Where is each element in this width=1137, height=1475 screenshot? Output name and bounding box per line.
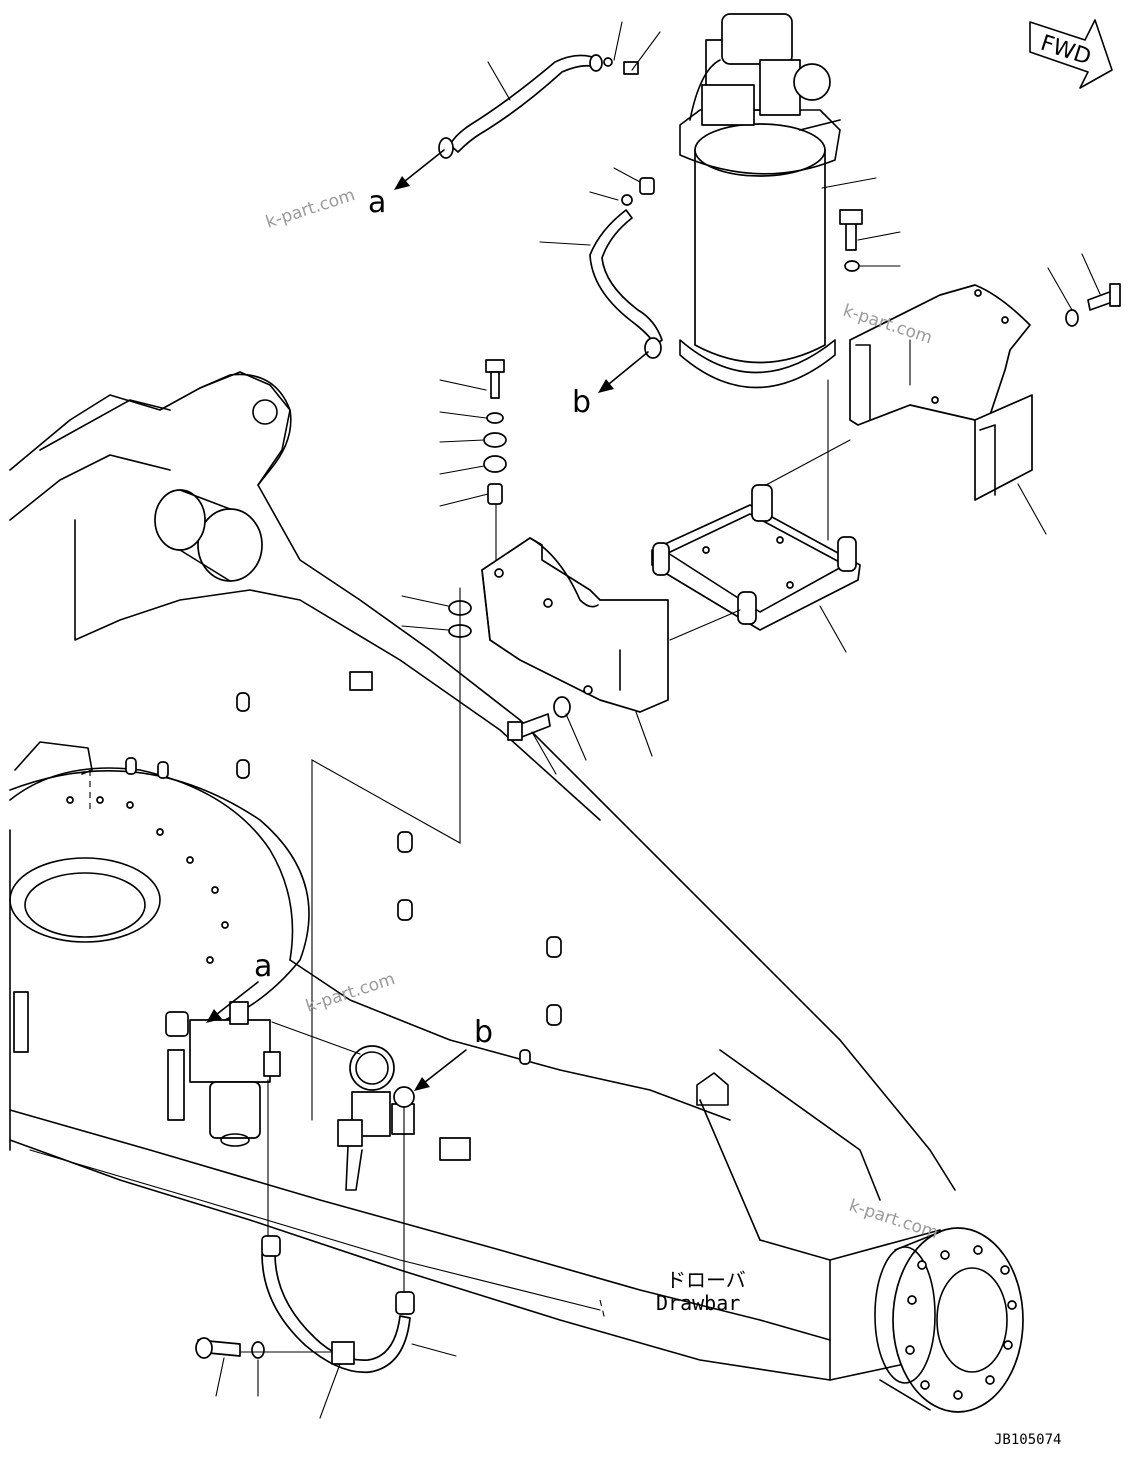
ref-arrow-b-top: [598, 351, 649, 393]
drawbar-label-jp: ドローバ: [666, 1268, 746, 1292]
lower-hose: [195, 1079, 415, 1374]
hub-bolt-holes: [905, 1245, 1017, 1400]
filter-valve-group: [165, 1001, 281, 1147]
ref-arrow-b-bottom: [414, 1049, 467, 1091]
left-bracket: [481, 537, 669, 713]
watermark-4: k-part.com: [846, 1196, 940, 1244]
ref-label-a-bottom: a: [254, 949, 272, 984]
tank-assembly: [438, 13, 841, 389]
watermark-3: k-part.com: [303, 969, 397, 1017]
drawbar-label-en: Drawbar: [656, 1291, 740, 1315]
ref-arrow-a-bottom: [206, 981, 259, 1023]
right-cover: [849, 283, 1121, 501]
fwd-arrow-icon: FWD: [1029, 19, 1113, 89]
ref-label-b-top: b: [572, 385, 591, 420]
leader-lines: [215, 21, 1101, 1419]
ref-arrow-a-top: [394, 149, 445, 190]
frame-body: [9, 371, 1024, 1413]
connector-lines: [239, 339, 911, 1353]
gauge-valve-group: [337, 1045, 415, 1191]
hardware-stack: [448, 209, 863, 741]
watermark-1: k-part.com: [263, 185, 357, 233]
ref-label-b-bottom: b: [474, 1015, 493, 1050]
mounting-plate: [651, 484, 861, 631]
drawing-number: JB105074: [994, 1432, 1061, 1448]
ref-label-a-top: a: [368, 185, 386, 220]
